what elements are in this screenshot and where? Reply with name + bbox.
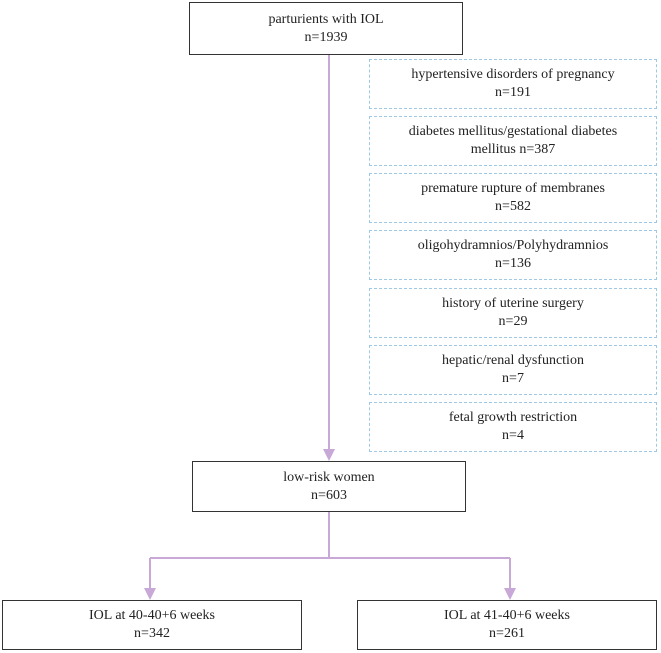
exclusion-label: hypertensive disorders of pregnancy [411, 67, 615, 82]
box-label: low-risk women [283, 469, 375, 485]
exclusion-label: diabetes mellitus/gestational diabetes [408, 124, 618, 139]
box-parturients-with-iol: parturients with IOL n=1939 [189, 2, 463, 55]
box-iol-41-weeks: IOL at 41-40+6 weeks n=261 [357, 600, 657, 650]
exclusion-premature-rupture: premature rupture of membranes n=582 [369, 173, 657, 223]
exclusion-label: history of uterine surgery [442, 296, 584, 311]
box-label: IOL at 40-40+6 weeks [89, 608, 215, 623]
exclusion-diabetes-mellitus: diabetes mellitus/gestational diabetes m… [369, 116, 657, 166]
exclusion-label: fetal growth restriction [448, 410, 578, 425]
exclusion-count: n=191 [495, 85, 531, 100]
box-label: parturients with IOL [268, 11, 384, 27]
box-count: n=1939 [304, 29, 348, 45]
exclusion-count: n=4 [502, 428, 524, 443]
exclusion-hypertensive-disorders: hypertensive disorders of pregnancy n=19… [369, 59, 657, 109]
arrowhead-right [504, 588, 516, 600]
exclusion-oligohydramnios: oligohydramnios/Polyhydramnios n=136 [369, 230, 657, 280]
exclusion-label: oligohydramnios/Polyhydramnios [417, 238, 609, 253]
arrowhead-left [144, 588, 156, 600]
box-iol-40-weeks: IOL at 40-40+6 weeks n=342 [2, 600, 302, 650]
exclusion-hepatic-renal: hepatic/renal dysfunction n=7 [369, 345, 657, 395]
box-label: IOL at 41-40+6 weeks [444, 608, 570, 623]
exclusion-count: n=29 [498, 314, 528, 329]
exclusion-fetal-growth-restriction: fetal growth restriction n=4 [369, 402, 657, 452]
exclusion-uterine-surgery: history of uterine surgery n=29 [369, 288, 657, 338]
exclusion-label: hepatic/renal dysfunction [442, 353, 584, 368]
exclusion-count: n=582 [495, 199, 531, 214]
exclusion-label: premature rupture of membranes [421, 181, 605, 196]
box-count: n=342 [134, 626, 170, 641]
exclusion-count: n=7 [502, 371, 524, 386]
exclusion-count: mellitus n=387 [470, 142, 556, 157]
box-count: n=603 [311, 487, 347, 503]
exclusion-count: n=136 [495, 256, 531, 271]
box-count: n=261 [489, 626, 525, 641]
box-low-risk-women: low-risk women n=603 [192, 461, 466, 512]
arrowhead-middle [323, 449, 335, 461]
